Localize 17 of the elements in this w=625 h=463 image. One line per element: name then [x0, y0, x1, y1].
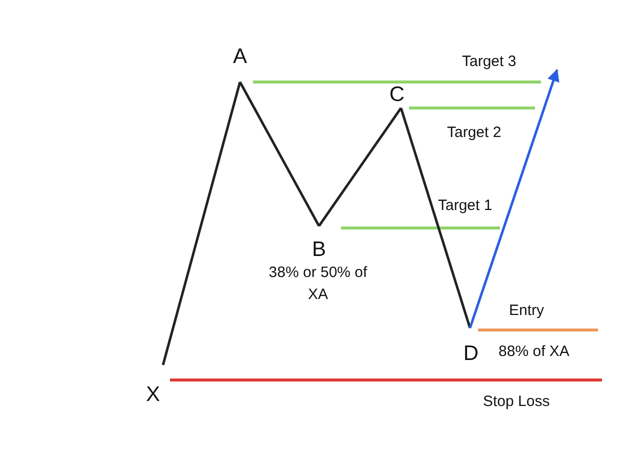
point-label: D [460, 328, 482, 364]
price-line [400, 108, 472, 328]
level-label: Target 2 [447, 125, 502, 140]
level-label: Target 3 [462, 54, 516, 69]
price-line [238, 81, 320, 227]
level-label: Entry [509, 303, 544, 318]
ratio-note: 38% or 50% of XA [268, 263, 368, 305]
arrow [468, 68, 560, 328]
ratio-note: 88% of XA [498, 342, 570, 362]
point-label: A [230, 46, 250, 82]
point-label: X [142, 365, 164, 405]
point-label: C [386, 84, 408, 108]
price-line [162, 82, 242, 366]
level-label: Target 1 [438, 198, 492, 213]
price-line [318, 107, 402, 227]
level-label: Stop Loss [483, 394, 550, 409]
point-label: B [309, 226, 329, 260]
